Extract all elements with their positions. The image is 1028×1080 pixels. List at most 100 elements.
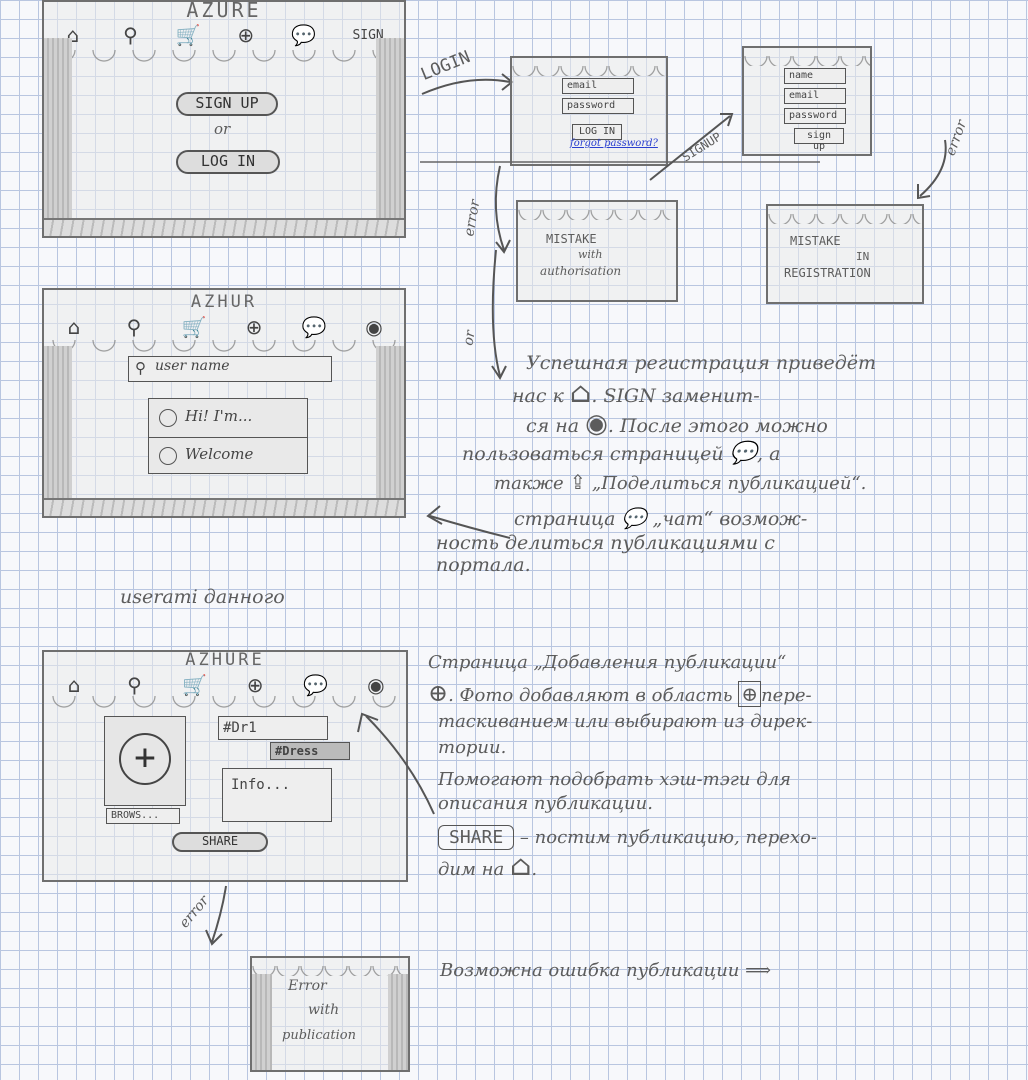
note-line: ность делиться публикациями с — [436, 532, 775, 554]
cart-icon[interactable]: 🛒 — [182, 673, 208, 697]
brand-logo: AZHUR — [190, 292, 258, 312]
user-list: Hi! I'm... Welcome — [148, 398, 308, 474]
signup-submit-button[interactable]: sign up — [794, 128, 844, 152]
note-line: портала. — [436, 554, 531, 576]
note-line: ся на ◉. После этого можно — [526, 411, 1020, 437]
sign-link[interactable]: SIGN — [352, 27, 384, 43]
cart-icon[interactable]: 🛒 — [175, 23, 201, 47]
user-search-input[interactable]: ⚲ user name — [128, 356, 332, 382]
error-publication-screen: Error with publication — [250, 956, 410, 1072]
email-field[interactable]: email — [562, 78, 634, 94]
note-text: . После этого можно — [607, 415, 828, 437]
note-text: страница — [514, 508, 616, 530]
forgot-password-link[interactable]: forgot password? — [570, 138, 658, 149]
curtain-swag — [744, 56, 870, 68]
home-icon[interactable]: ⌂ — [67, 673, 81, 697]
curtain-swag — [512, 66, 666, 78]
chat-icon: 💬 — [621, 506, 647, 530]
hashtag-suggestion[interactable]: #Dress — [270, 742, 350, 760]
list-item-label: Welcome — [185, 445, 254, 463]
curtain-swag — [252, 966, 408, 978]
hashtag-input[interactable]: #Dr1 — [218, 716, 328, 740]
note-line: таскиванием или выбирают из дирек- — [438, 711, 813, 732]
search-icon[interactable]: ⚲ — [126, 315, 142, 339]
chat-icon[interactable]: 💬 — [303, 673, 328, 697]
chat-icon[interactable]: 💬 — [291, 23, 316, 47]
error-auth-line2: with — [578, 248, 603, 261]
flow-arrows — [420, 113, 947, 380]
login-submit-button[interactable]: LOG IN — [572, 124, 622, 140]
cart-icon[interactable]: 🛒 — [181, 315, 207, 339]
nav-bar: ⌂ ⚲ 🛒 ⊕ 💬 SIGN — [44, 18, 404, 52]
note-text: „Поделиться публикацией“. — [591, 473, 867, 494]
user-avatar-icon[interactable]: ◉ — [365, 315, 383, 339]
brand-logo: AZHURE — [185, 650, 265, 670]
arrow-login — [421, 73, 514, 95]
add-icon[interactable]: ⊕ — [246, 673, 264, 697]
note-line: пользоваться страницей 💬, а — [462, 441, 1020, 466]
error-arrow — [205, 885, 227, 946]
photo-drop-area[interactable]: + — [104, 716, 186, 806]
add-icon[interactable]: ⊕ — [245, 315, 263, 339]
user-avatar-icon: ◉ — [585, 409, 608, 439]
chat-icon: 💬 — [729, 441, 758, 466]
list-item[interactable]: Hi! I'm... — [149, 399, 307, 438]
share-button: SHARE — [438, 825, 515, 850]
error-reg-line2: IN — [856, 250, 870, 263]
screen2-caption: userami данного — [120, 586, 285, 608]
share-icon: ⇪ — [569, 470, 587, 494]
note-arrow — [426, 505, 511, 539]
name-field[interactable]: name — [784, 68, 846, 84]
error-registration-screen: MISTAKE IN REGISTRATION — [766, 204, 924, 304]
wireframe-home-screen: AZURE ⌂ ⚲ 🛒 ⊕ 💬 SIGN SIGN UP or LOG IN — [42, 0, 406, 238]
note-block-1: Успешная регистрация приведёт нас к ⌂. S… — [436, 352, 1020, 576]
curtain-swag — [44, 50, 404, 62]
add-icon: ⊕ — [428, 679, 449, 707]
search-icon[interactable]: ⚲ — [127, 673, 142, 697]
note-text: ся на — [526, 415, 580, 437]
curtain-swag — [518, 210, 676, 222]
floor — [44, 218, 404, 236]
note-text: пере- — [761, 685, 812, 706]
error-reg-line1: MISTAKE — [790, 234, 841, 248]
avatar — [159, 409, 177, 427]
list-item-label: Hi! I'm... — [185, 407, 253, 425]
note-line: страница 💬 „чат“ возмож- — [514, 507, 1020, 530]
share-button[interactable]: SHARE — [172, 832, 268, 852]
add-icon[interactable]: ⊕ — [237, 23, 255, 47]
add-photo-icon: + — [119, 733, 171, 785]
search-placeholder: user name — [155, 358, 230, 374]
home-icon[interactable]: ⌂ — [67, 315, 81, 339]
chat-icon[interactable]: 💬 — [301, 315, 327, 339]
info-textarea[interactable]: Info... — [222, 768, 332, 822]
note-text: пользоваться страницей — [462, 443, 724, 465]
note-text: , а — [757, 443, 781, 465]
floor — [44, 498, 404, 516]
email-field[interactable]: email — [784, 88, 846, 104]
nav-bar: ⌂ ⚲ 🛒 ⊕ 💬 ◉ — [44, 668, 406, 702]
list-item[interactable]: Welcome — [149, 437, 307, 475]
password-field[interactable]: password — [562, 98, 634, 114]
note-text: дим на — [438, 859, 505, 880]
brand-logo: AZURE — [186, 0, 262, 22]
browse-button[interactable]: BROWS... — [106, 808, 180, 824]
signup-button[interactable]: SIGN UP — [176, 92, 278, 116]
note-line: дим на ⌂. — [438, 849, 538, 882]
note-line: также ⇪ „Поделиться публикацией“. — [494, 471, 1020, 495]
curtain-right — [388, 974, 408, 1070]
note-text: . SIGN заменит- — [591, 385, 760, 407]
curtain-right — [376, 346, 404, 500]
note-line: описания публикации. — [438, 793, 653, 814]
login-button[interactable]: LOG IN — [176, 150, 280, 174]
user-avatar-icon[interactable]: ◉ — [367, 673, 385, 697]
wireframe-signup-screen: name email password sign up — [742, 46, 872, 156]
password-field[interactable]: password — [784, 108, 846, 124]
curtain-right — [376, 38, 404, 220]
note-block-2: Страница „Добавления публикации“ ⊕. Фото… — [428, 652, 1024, 881]
note-text: также — [494, 473, 564, 494]
curtain-left — [44, 346, 72, 500]
search-icon[interactable]: ⚲ — [123, 23, 138, 47]
error-pub-line2: with — [308, 1002, 340, 1018]
curtain-swag — [44, 696, 406, 708]
note-line: Помогают подобрать хэш-тэги для — [438, 769, 791, 790]
